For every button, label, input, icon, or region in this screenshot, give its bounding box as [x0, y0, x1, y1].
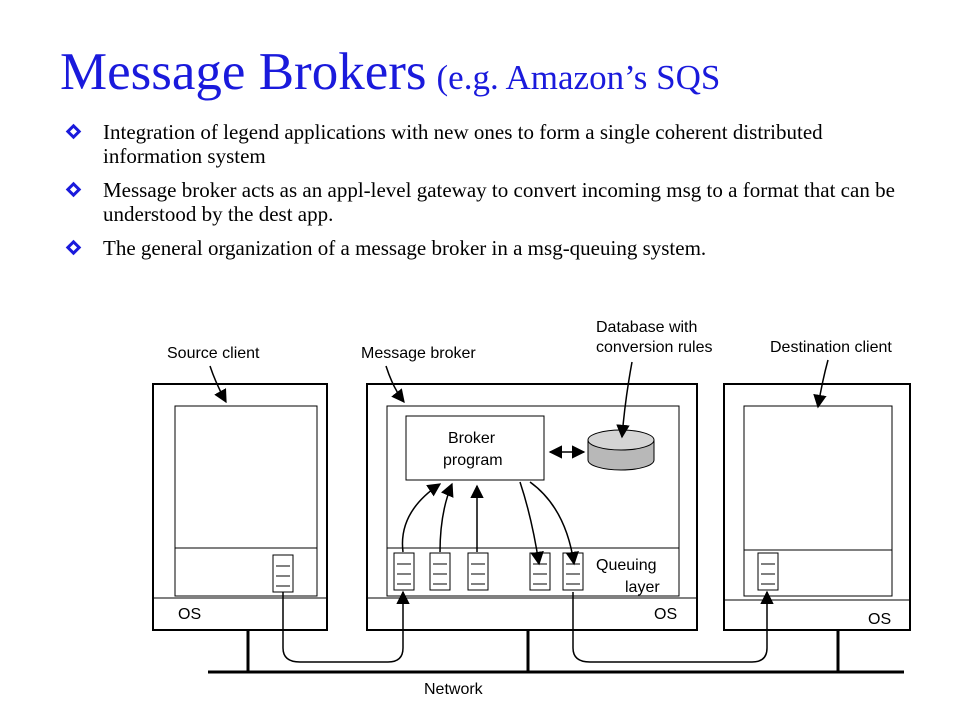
broker-to-queue-flow	[529, 481, 579, 566]
source-client-label: Source client	[167, 345, 260, 362]
queuing-layer-label-1: Queuing	[596, 557, 657, 574]
queue-icon	[272, 554, 294, 593]
source-client-pointer	[209, 365, 227, 404]
database-label-2: conversion rules	[596, 339, 713, 356]
queue-icon	[757, 552, 779, 591]
network-label: Network	[424, 681, 484, 698]
bullet-item: The general organization of a message br…	[65, 236, 918, 260]
queue-icon	[529, 552, 551, 591]
slide-title: Message Brokers(e.g. Amazon’s SQS	[60, 42, 720, 102]
broker-program-label-1: Broker	[448, 430, 496, 447]
broker-program-label-2: program	[443, 452, 503, 469]
database-pointer	[616, 361, 633, 439]
os-label: OS	[868, 611, 891, 628]
queue-to-broker-flow	[401, 483, 442, 553]
destination-client-label: Destination client	[770, 339, 892, 356]
database-label-1: Database with	[596, 319, 697, 336]
broker-to-queue-flow	[519, 481, 544, 566]
queuing-layer-label-2: layer	[625, 579, 660, 596]
queue-to-broker-flow	[439, 482, 454, 553]
source-to-broker-message-path	[282, 590, 410, 663]
network-bus	[208, 630, 904, 674]
destination-client-pointer	[813, 359, 829, 409]
title-main: Message Brokers	[60, 43, 427, 101]
bullet-text: The general organization of a message br…	[103, 236, 707, 260]
message-broker-label: Message broker	[361, 345, 476, 362]
bullet-text: Message broker acts as an appl-level gat…	[103, 178, 895, 226]
database-icon	[587, 429, 655, 471]
os-label: OS	[654, 606, 677, 623]
bullet-item: Message broker acts as an appl-level gat…	[65, 178, 918, 226]
bullet-list: Integration of legend applications with …	[65, 120, 918, 270]
queue-icon	[467, 552, 489, 591]
source-client-machine	[152, 383, 328, 631]
bullet-item: Integration of legend applications with …	[65, 120, 918, 168]
queue-icon	[393, 552, 415, 591]
bullet-text: Integration of legend applications with …	[103, 120, 823, 168]
broker-to-destination-message-path	[572, 590, 774, 663]
message-broker-pointer	[385, 365, 405, 404]
queue-icon	[429, 552, 451, 591]
title-subtitle: (e.g. Amazon’s SQS	[436, 58, 721, 97]
destination-client-machine	[723, 383, 911, 631]
message-broker-machine	[366, 383, 698, 631]
os-label: OS	[178, 606, 201, 623]
